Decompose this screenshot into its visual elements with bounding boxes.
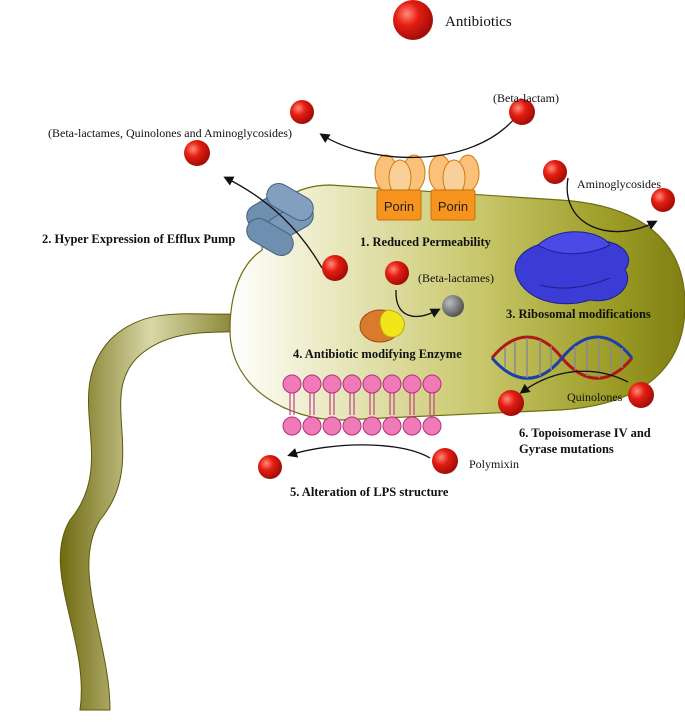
antibiotic-ball: [509, 99, 535, 125]
lipid-head: [382, 416, 402, 436]
mechanism-3-title: 3. Ribosomal modifications: [506, 307, 651, 321]
efflux-drug-label: (Beta-lactames, Quinolones and Aminoglyc…: [48, 126, 292, 140]
ribosome: [514, 231, 629, 305]
porin-right: Porin: [428, 154, 480, 221]
lipid-head: [422, 374, 442, 394]
porin-right-label: Porin: [438, 199, 468, 214]
legend-antibiotic-icon: [393, 0, 433, 40]
lipid-head: [422, 416, 442, 436]
inactivated-antibiotic: [442, 295, 464, 317]
mechanism-5-title: 5. Alteration of LPS structure: [290, 485, 449, 499]
topoisomerase-arrow: [519, 370, 629, 394]
topoisomerase-drug-label: Quinolones: [567, 390, 623, 404]
ribosome-drug-label: Aminoglycosides: [577, 177, 661, 191]
antibiotic-ball: [651, 188, 675, 212]
antibiotic-ball: [628, 382, 654, 408]
efflux-pump: [246, 183, 314, 256]
lipid-head: [302, 374, 322, 394]
mechanism-6-title-line1: 6. Topoisomerase IV and: [519, 426, 651, 440]
mechanism-4-title: 4. Antibiotic modifying Enzyme: [293, 347, 462, 361]
modifying-enzyme: [359, 309, 405, 343]
mechanism-6-title-line2: Gyrase mutations: [519, 442, 614, 456]
lipid-head: [362, 416, 382, 436]
ribosome-arrow: [566, 177, 658, 233]
antibiotic-ball: [432, 448, 458, 474]
porin-left: Porin: [374, 154, 426, 221]
enzyme-arrow: [395, 289, 441, 318]
mechanism-1-title: 1. Reduced Permeability: [360, 235, 492, 249]
porin-drug-label: (Beta-lactam): [493, 91, 559, 105]
legend-label: Antibiotics: [445, 14, 512, 30]
porin-left-label: Porin: [384, 199, 414, 214]
lps-bilayer: [282, 374, 442, 436]
antibiotic-ball: [385, 261, 409, 285]
antibiotic-ball: [290, 100, 314, 124]
lipid-head: [402, 416, 422, 436]
lipid-head: [322, 374, 342, 394]
efflux-arrow: [223, 176, 323, 269]
lipid-head: [282, 374, 302, 394]
lipid-head: [402, 374, 422, 394]
lps-arrow: [287, 444, 431, 459]
antibiotic-ball: [258, 455, 282, 479]
enzyme-drug-label: (Beta-lactames): [418, 271, 494, 285]
lipid-head: [342, 374, 362, 394]
porin-reject-arrow: [319, 117, 516, 158]
lps-drug-label: Polymixin: [469, 457, 519, 471]
antibiotic-ball: [322, 255, 348, 281]
lipid-head: [382, 374, 402, 394]
antibiotic-ball: [543, 160, 567, 184]
antibiotic-ball: [498, 390, 524, 416]
mechanism-2-title: 2. Hyper Expression of Efflux Pump: [42, 232, 235, 246]
antibiotic-ball: [184, 140, 210, 166]
lipid-head: [302, 416, 322, 436]
flagellum: [59, 311, 263, 711]
lipid-head: [362, 374, 382, 394]
lipid-head: [322, 416, 342, 436]
lipid-head: [342, 416, 362, 436]
lipid-head: [282, 416, 302, 436]
